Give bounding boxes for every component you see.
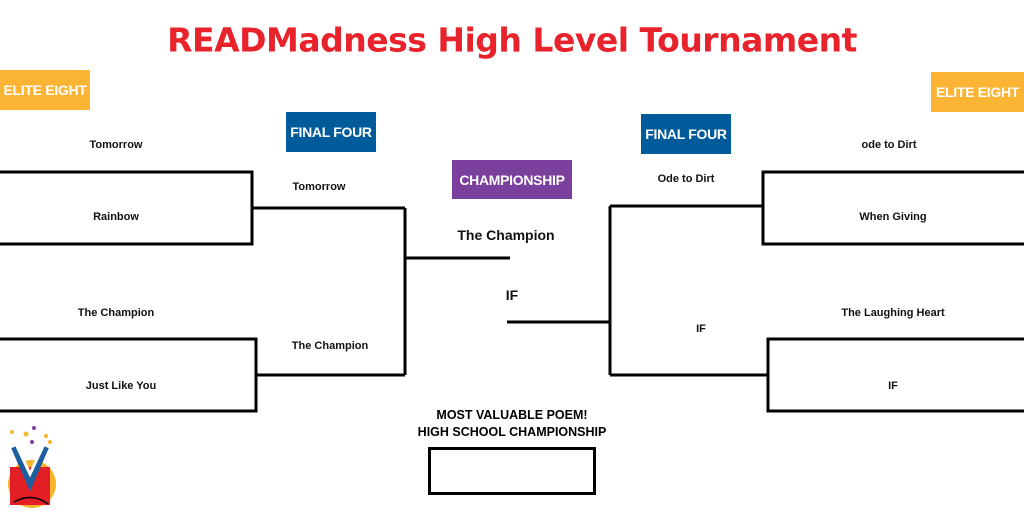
right-semifinal-lines: [507, 206, 612, 375]
elite-eight-badge-right: ELITE EIGHT: [931, 72, 1024, 112]
final-four-badge-left: FINAL FOUR: [286, 112, 376, 152]
championship-badge: CHAMPIONSHIP: [452, 160, 572, 199]
right-elite-3: The Laughing Heart: [841, 307, 945, 319]
left-elite-4: Just Like You: [85, 380, 157, 392]
left-matchup-1-lines: [0, 170, 405, 246]
left-semifinal-lines: [403, 208, 510, 375]
mvp-heading: MOST VALUABLE POEM! HIGH SCHOOL CHAMPION…: [418, 407, 607, 441]
left-elite-3: The Champion: [77, 307, 155, 319]
left-elite-2: Rainbow: [93, 211, 139, 223]
left-elite-1: Tomorrow: [89, 139, 143, 151]
right-elite-1: ode to Dirt: [861, 139, 917, 151]
right-elite-2: When Giving: [859, 211, 927, 223]
mvp-box: [428, 447, 596, 495]
left-final-1: Tomorrow: [292, 181, 346, 193]
mvp-value: [432, 451, 592, 491]
championship-right: IF: [505, 287, 519, 303]
right-elite-4: IF: [888, 380, 898, 392]
elite-eight-badge-left: ELITE EIGHT: [0, 70, 90, 110]
page-title: READMadness High Level Tournament: [167, 20, 857, 60]
right-matchup-1-lines: [610, 170, 1024, 246]
left-final-2: The Champion: [291, 340, 369, 352]
final-four-badge-right: FINAL FOUR: [641, 114, 731, 154]
right-final-2: IF: [696, 323, 706, 335]
left-matchup-2-lines: [0, 337, 405, 413]
right-matchup-2-lines: [610, 337, 1024, 413]
mvp-line-1: MOST VALUABLE POEM!: [436, 408, 588, 422]
mvp-line-2: HIGH SCHOOL CHAMPIONSHIP: [417, 425, 607, 439]
right-final-1: Ode to Dirt: [657, 173, 715, 185]
championship-left: The Champion: [457, 227, 555, 243]
readmadness-logo-icon: [8, 426, 56, 508]
